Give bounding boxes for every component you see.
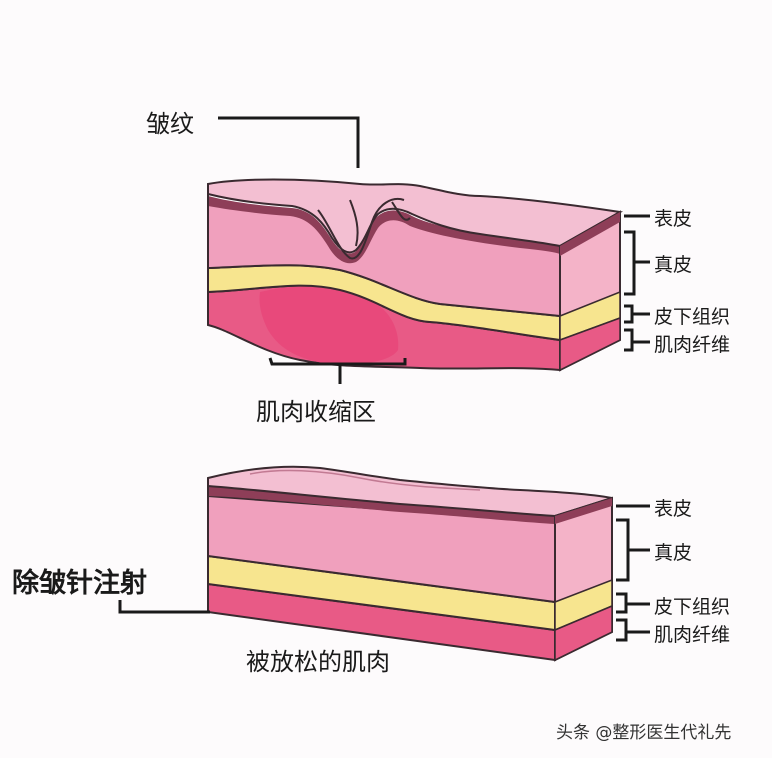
bottom-muscle-label: 肌肉纤维: [654, 624, 731, 646]
bottom-surface-ridge: [249, 469, 481, 491]
bottom-epidermis-label: 表皮: [654, 498, 693, 520]
wrinkle-pointer-line: [218, 116, 360, 168]
top-dermis-label: 真皮: [654, 254, 693, 276]
injection-label: 除皱针注射: [12, 568, 147, 599]
injection-pointer-line: [118, 600, 210, 614]
top-epidermis-label: 表皮: [654, 208, 693, 230]
bottom-dermis-label: 真皮: [654, 542, 693, 564]
wrinkle-label: 皱纹: [146, 110, 194, 138]
bottom-dermis-bracket: [616, 518, 630, 582]
watermark: 头条 @整形医生代礼先: [556, 723, 732, 743]
bottom-epidermis-band: [208, 486, 555, 524]
top-muscle-label: 肌肉纤维: [654, 334, 731, 356]
dermis-bracket: [624, 230, 636, 296]
bottom-side-epidermis: [555, 498, 612, 524]
bottom-side-muscle: [554, 604, 613, 662]
top-muscle-contraction-bulge: [259, 286, 399, 365]
bottom-skin-block: [207, 465, 613, 662]
contraction-zone-label: 肌肉收缩区: [256, 398, 376, 426]
bottom-pointers: [118, 504, 650, 642]
top-wrinkle-fold: [317, 198, 411, 260]
subcutaneous-bracket: [624, 304, 634, 324]
bottom-muscle-bracket: [616, 618, 628, 642]
bottom-subcutaneous-label: 皮下组织: [654, 596, 731, 618]
bottom-subcutaneous-bracket: [616, 592, 628, 614]
muscle-bracket: [624, 328, 634, 352]
top-subcutaneous-label: 皮下组织: [654, 306, 731, 328]
top-epidermis-band: [208, 196, 560, 264]
relaxed-muscle-label: 被放松的肌肉: [246, 648, 390, 676]
top-surface: [207, 178, 624, 254]
top-skin-block: [207, 178, 624, 372]
top-side-muscle: [559, 316, 621, 372]
top-side-epidermis: [560, 212, 620, 256]
top-pointers: [218, 116, 650, 384]
bottom-top-surface: [207, 465, 613, 518]
